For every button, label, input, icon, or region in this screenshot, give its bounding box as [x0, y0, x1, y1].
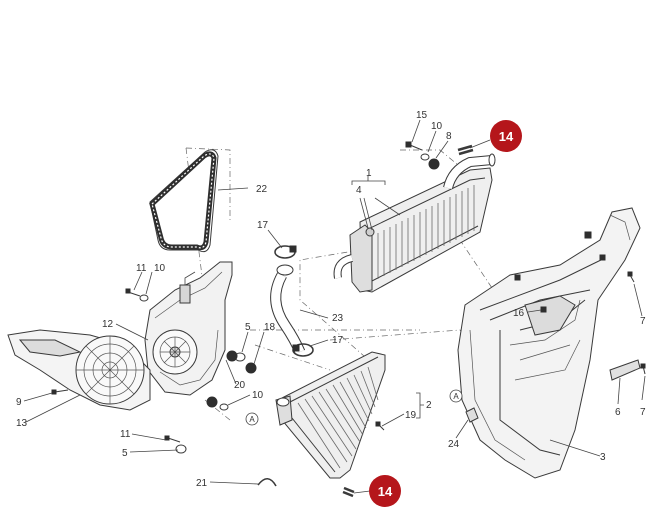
label-part-19: 19 — [405, 410, 417, 421]
label-part-2: 2 — [426, 400, 432, 411]
label-part-16: 16 — [513, 308, 525, 319]
label-part-15: 15 — [416, 110, 428, 121]
label-part-4: 4 — [356, 185, 362, 196]
label-part-7: 7 — [640, 407, 646, 418]
svg-text:A: A — [249, 415, 255, 424]
label-part-24: 24 — [448, 439, 460, 450]
coolant-hose — [270, 245, 314, 357]
label-part-10: 10 — [154, 263, 166, 274]
label-part-18: 18 — [264, 322, 276, 333]
hardware — [51, 141, 646, 498]
label-part-11: 11 — [120, 429, 131, 440]
label-part-12: 12 — [102, 319, 114, 330]
highlight-callout-14-top[interactable]: 14 — [490, 120, 522, 152]
leader-lines — [23, 119, 646, 494]
svg-text:14: 14 — [499, 129, 514, 144]
fan-grille-cover — [7, 329, 151, 411]
svg-text:A: A — [453, 392, 459, 401]
brace-group-1 — [351, 176, 386, 185]
brace-group-2 — [416, 392, 424, 419]
label-part-20: 20 — [234, 380, 246, 391]
fan-shroud — [144, 261, 233, 396]
highlight-callout-14-bottom[interactable]: 14 — [369, 475, 401, 507]
reference-circle-a-2: A — [449, 389, 463, 403]
label-part-6: 6 — [615, 407, 621, 418]
label-part-5: 5 — [245, 322, 251, 333]
label-part-9: 9 — [16, 397, 22, 408]
label-part-10: 10 — [431, 121, 443, 132]
label-part-22: 22 — [256, 184, 268, 195]
label-part-8: 8 — [446, 131, 452, 142]
label-part-1: 1 — [366, 168, 372, 179]
part-labels: 15 10 8 1 4 22 17 11 10 12 5 18 23 17 20… — [16, 110, 646, 489]
belt-strap — [149, 149, 219, 253]
label-part-13: 13 — [16, 418, 28, 429]
label-part-23: 23 — [332, 313, 344, 324]
svg-text:14: 14 — [378, 484, 393, 499]
reference-circle-a-1: A — [245, 412, 259, 426]
label-part-17: 17 — [332, 335, 344, 346]
label-part-17: 17 — [257, 220, 269, 231]
frame — [457, 207, 641, 479]
label-part-10: 10 — [252, 390, 264, 401]
label-part-7: 7 — [640, 316, 646, 327]
label-part-21: 21 — [196, 478, 208, 489]
label-part-5: 5 — [122, 448, 128, 459]
upper-radiator — [333, 153, 496, 293]
label-part-11: 11 — [136, 263, 147, 274]
lower-radiator — [275, 351, 386, 479]
label-part-3: 3 — [600, 452, 606, 463]
